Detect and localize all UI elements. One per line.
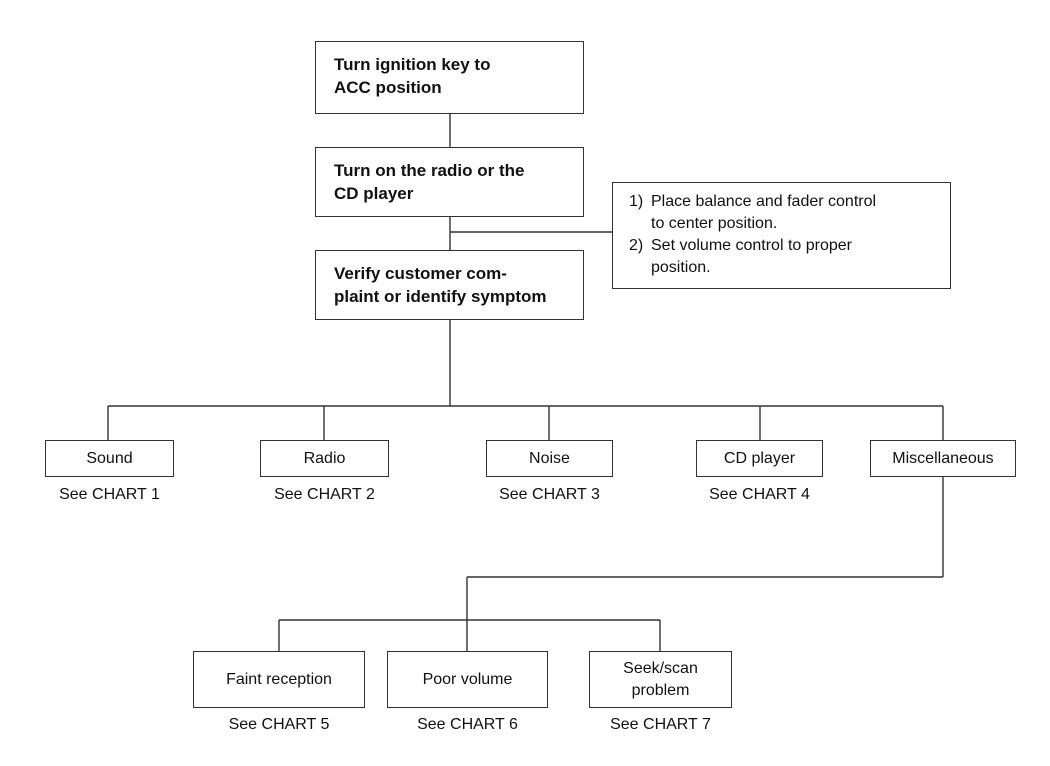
- misc-faint-reception: Faint reception: [193, 651, 365, 708]
- note-item-number: 1): [629, 193, 644, 210]
- chart-ref-sound: See CHART 1: [59, 486, 160, 503]
- chart-ref-cd-player: See CHART 4: [709, 486, 810, 503]
- chart-ref-radio: See CHART 2: [274, 486, 375, 503]
- note-item-text: Place balance and fader control to cente…: [651, 193, 877, 232]
- step-ignition-key: Turn ignition key to ACC position: [315, 41, 584, 114]
- step-verify-complaint: Verify customer com- plaint or identify …: [315, 250, 584, 320]
- note-item-2: 2) Set volume control to proper position…: [629, 235, 942, 279]
- category-radio: Radio: [260, 440, 389, 477]
- chart-ref-poor-volume: See CHART 6: [417, 716, 518, 733]
- preparation-note: 1) Place balance and fader control to ce…: [612, 182, 951, 289]
- category-cd-player: CD player: [696, 440, 823, 477]
- category-miscellaneous: Miscellaneous: [870, 440, 1016, 477]
- category-sound: Sound: [45, 440, 174, 477]
- step-turn-on-radio: Turn on the radio or the CD player: [315, 147, 584, 217]
- chart-ref-seek-scan-problem: See CHART 7: [610, 716, 711, 733]
- note-item-text: Set volume control to proper position.: [651, 237, 852, 276]
- chart-ref-faint-reception: See CHART 5: [228, 716, 330, 733]
- misc-poor-volume: Poor volume: [387, 651, 548, 708]
- note-item-number: 2): [629, 237, 644, 254]
- misc-seek-scan-problem: Seek/scan problem: [589, 651, 732, 708]
- note-item-1: 1) Place balance and fader control to ce…: [629, 191, 942, 235]
- category-noise: Noise: [486, 440, 613, 477]
- chart-ref-noise: See CHART 3: [499, 486, 600, 503]
